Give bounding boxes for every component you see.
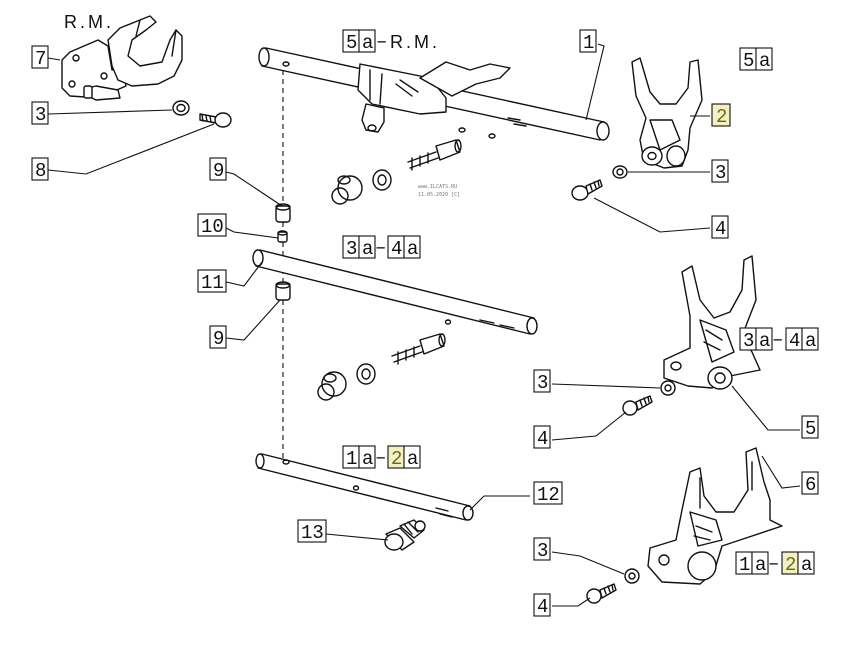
svg-text:2: 2 xyxy=(716,106,727,128)
svg-text:4: 4 xyxy=(715,218,726,240)
svg-text:–: – xyxy=(772,329,783,351)
part-7-reverse-bracket xyxy=(61,15,183,101)
part-3-nut-1st-2nd xyxy=(624,568,640,584)
callout-11[interactable]: 11 xyxy=(197,269,227,294)
svg-text:5: 5 xyxy=(346,32,357,54)
svg-text:a: a xyxy=(362,448,373,470)
svg-text:2: 2 xyxy=(391,448,402,470)
callout-9-lower[interactable]: 9 xyxy=(209,325,227,350)
svg-text:9: 9 xyxy=(213,160,224,182)
callout-6[interactable]: 6 xyxy=(801,471,819,496)
svg-text:–: – xyxy=(376,31,387,53)
svg-text:a: a xyxy=(759,50,770,72)
svg-text:a: a xyxy=(362,238,373,260)
callout-1[interactable]: 1 xyxy=(579,29,597,54)
svg-text:9: 9 xyxy=(213,328,224,350)
svg-text:3: 3 xyxy=(537,540,548,562)
svg-text:3: 3 xyxy=(715,162,726,184)
part-3-nut-5th xyxy=(612,165,628,179)
callout-3-top-left[interactable]: 3 xyxy=(31,101,49,126)
group-label-1a-2a-center: 1 a – 2 a xyxy=(342,445,421,470)
svg-text:R.M.: R.M. xyxy=(390,32,440,52)
part-9-pin-upper xyxy=(275,203,291,223)
group-label-3a-4a-right: 3 a – 4 a xyxy=(739,327,819,352)
group-label-3a-4a-center: 3 a – 4 a xyxy=(342,235,421,260)
svg-text:5: 5 xyxy=(743,50,754,72)
svg-text:5: 5 xyxy=(805,418,816,440)
callout-7[interactable]: 7 xyxy=(31,45,49,70)
svg-text:a: a xyxy=(407,448,418,470)
callout-5[interactable]: 5 xyxy=(801,415,819,440)
svg-text:7: 7 xyxy=(35,48,46,70)
watermark-line1: www.ILCATS.RU xyxy=(418,184,457,190)
part-2-fork-5th xyxy=(631,57,703,169)
svg-text:–: – xyxy=(375,237,386,259)
callout-9-upper[interactable]: 9 xyxy=(209,157,227,182)
svg-text:4: 4 xyxy=(537,428,548,450)
callout-3-fork-3rd-4th[interactable]: 3 xyxy=(533,369,551,394)
callout-10[interactable]: 10 xyxy=(197,213,227,238)
part-1-shift-rod-top xyxy=(258,47,610,141)
callout-13[interactable]: 13 xyxy=(297,519,327,544)
callout-4-fork-1st-2nd[interactable]: 4 xyxy=(533,593,551,618)
watermark-line2: 11.05.2020 [C] xyxy=(418,192,460,198)
svg-text:a: a xyxy=(805,330,816,352)
callout-3-fork-1st-2nd[interactable]: 3 xyxy=(533,537,551,562)
part-3-nut-top-left xyxy=(172,100,190,116)
part-5-fork-3rd-4th xyxy=(663,255,761,390)
part-12-shift-rod-lower xyxy=(255,453,474,521)
group-label-5a-rm: 5 a – R.M. xyxy=(342,29,440,54)
title-rm-top-left: R.M. xyxy=(64,12,114,32)
svg-text:4: 4 xyxy=(789,330,800,352)
part-10-pin-small xyxy=(277,230,288,243)
callout-4-fork-3rd-4th[interactable]: 4 xyxy=(533,425,551,450)
svg-text:2: 2 xyxy=(785,554,796,576)
part-4-bolt-1st-2nd xyxy=(586,583,617,604)
callout-2[interactable]: 2 xyxy=(711,103,731,128)
part-4-bolt-5th xyxy=(571,179,603,201)
svg-text:6: 6 xyxy=(805,474,816,496)
svg-text:10: 10 xyxy=(201,216,224,238)
svg-text:3: 3 xyxy=(346,238,357,260)
svg-text:a: a xyxy=(407,238,418,260)
svg-text:a: a xyxy=(801,554,812,576)
svg-text:–: – xyxy=(375,447,386,469)
svg-text:1: 1 xyxy=(583,32,594,54)
svg-text:–: – xyxy=(768,553,779,575)
part-3-nut-3rd-4th xyxy=(660,380,676,396)
part-6-fork-1st-2nd xyxy=(647,447,783,585)
svg-text:4: 4 xyxy=(537,596,548,618)
detent-spring-assembly-lower xyxy=(317,333,446,401)
svg-text:a: a xyxy=(759,330,770,352)
svg-text:1: 1 xyxy=(739,554,750,576)
part-8-bolt xyxy=(199,112,232,128)
svg-text:a: a xyxy=(362,32,373,54)
part-4-bolt-3rd-4th xyxy=(622,395,653,416)
callout-12[interactable]: 12 xyxy=(533,481,563,506)
svg-text:a: a xyxy=(755,554,766,576)
svg-text:3: 3 xyxy=(537,372,548,394)
svg-text:4: 4 xyxy=(391,238,402,260)
svg-text:8: 8 xyxy=(35,160,46,182)
leader-lines xyxy=(47,43,801,607)
group-label-1a-2a-right: 1 a – 2 a xyxy=(735,551,815,576)
part-11-shift-rod-middle xyxy=(252,249,538,335)
svg-text:12: 12 xyxy=(537,484,560,506)
svg-text:1: 1 xyxy=(346,448,357,470)
callout-4-fork-5th[interactable]: 4 xyxy=(711,215,729,240)
callout-3-fork-5th[interactable]: 3 xyxy=(711,159,729,184)
svg-text:3: 3 xyxy=(743,330,754,352)
detent-spring-assembly-upper xyxy=(331,139,462,205)
svg-text:3: 3 xyxy=(35,104,46,126)
svg-text:13: 13 xyxy=(301,522,324,544)
group-label-5a-right: 5 a xyxy=(739,47,773,72)
part-9-pin-lower xyxy=(275,281,291,301)
svg-text:11: 11 xyxy=(201,272,224,294)
part-13-detent-plug xyxy=(384,519,426,551)
callout-8[interactable]: 8 xyxy=(31,157,49,182)
